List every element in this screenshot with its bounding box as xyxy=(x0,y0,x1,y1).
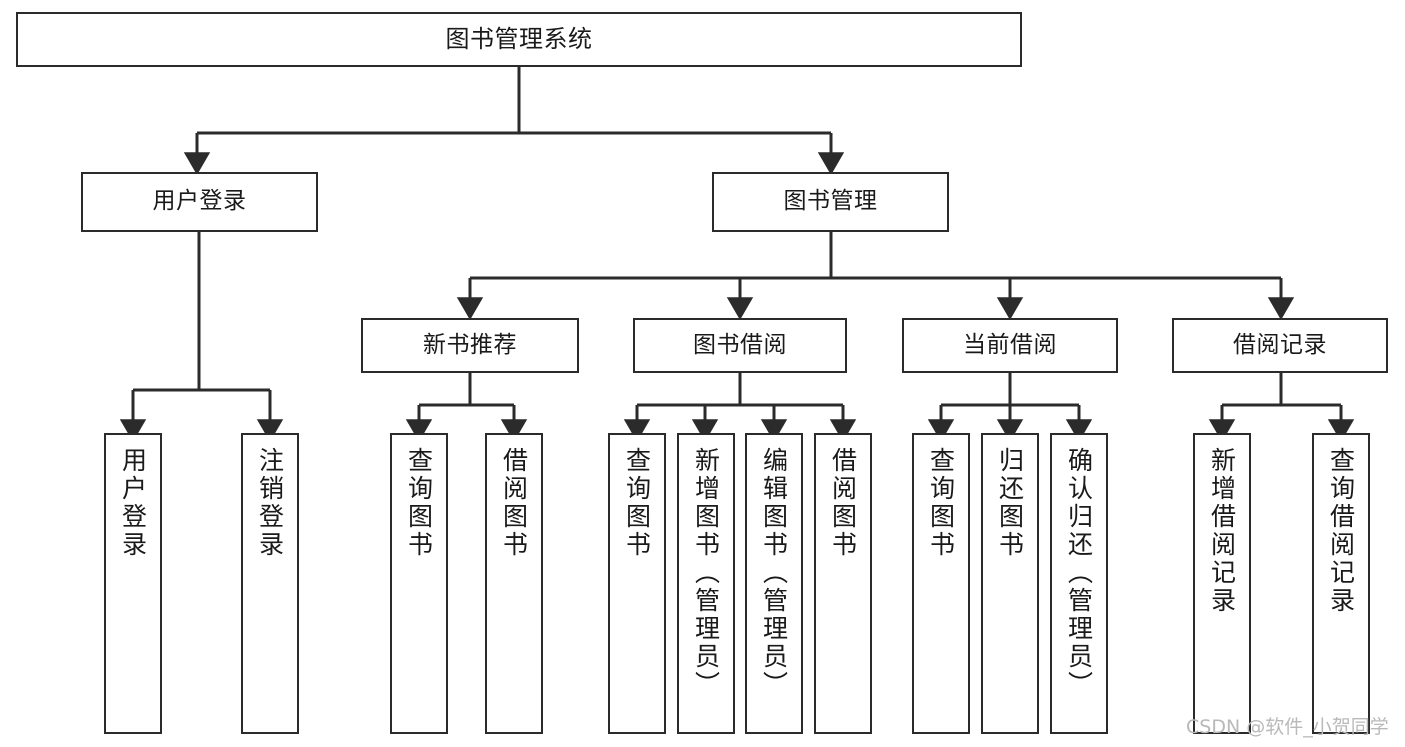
node-label: 当前借阅 xyxy=(963,331,1057,358)
node-label: 查询借阅记录 xyxy=(1326,447,1356,615)
leaf-user-login[interactable]: 用户登录 xyxy=(104,433,162,734)
leaf-query-borrow-record[interactable]: 查询借阅记录 xyxy=(1312,433,1370,734)
node-label: 归还图书 xyxy=(995,447,1025,559)
node-label: 查询图书 xyxy=(926,447,956,559)
leaf-add-book-admin[interactable]: 新增图书（管理员） xyxy=(677,433,735,734)
node-label: 图书管理系统 xyxy=(445,25,593,54)
leaf-query-book-recommend[interactable]: 查询图书 xyxy=(390,433,448,734)
leaf-user-logout[interactable]: 注销登录 xyxy=(241,433,299,734)
node-label: 查询图书 xyxy=(622,447,652,559)
node-book-borrow[interactable]: 图书借阅 xyxy=(633,318,847,373)
leaf-query-book-current[interactable]: 查询图书 xyxy=(912,433,970,734)
node-root-system[interactable]: 图书管理系统 xyxy=(16,12,1022,67)
node-label: 图书管理 xyxy=(783,188,878,215)
node-label: 确认归还（管理员） xyxy=(1064,447,1094,699)
node-book-manage[interactable]: 图书管理 xyxy=(712,172,949,232)
node-label: 用户登录 xyxy=(152,188,247,215)
leaf-edit-book-admin[interactable]: 编辑图书（管理员） xyxy=(745,433,803,734)
node-label: 借阅图书 xyxy=(499,447,529,559)
node-label: 新增图书（管理员） xyxy=(691,447,721,699)
node-current-borrow[interactable]: 当前借阅 xyxy=(902,318,1118,373)
node-label: 注销登录 xyxy=(255,447,285,559)
node-new-book-recommend[interactable]: 新书推荐 xyxy=(361,318,579,373)
node-label: 借阅记录 xyxy=(1233,331,1327,358)
node-label: 新书推荐 xyxy=(423,331,517,358)
node-label: 查询图书 xyxy=(404,447,434,559)
node-user-login[interactable]: 用户登录 xyxy=(81,172,318,232)
watermark-text: CSDN @软件_小贺同学 xyxy=(1186,716,1389,738)
node-label: 编辑图书（管理员） xyxy=(759,447,789,699)
leaf-borrow-book[interactable]: 借阅图书 xyxy=(814,433,872,734)
node-label: 图书借阅 xyxy=(693,331,787,358)
node-label: 新增借阅记录 xyxy=(1207,447,1237,615)
leaf-confirm-return-admin[interactable]: 确认归还（管理员） xyxy=(1050,433,1108,734)
leaf-return-book[interactable]: 归还图书 xyxy=(981,433,1039,734)
leaf-query-book-borrow[interactable]: 查询图书 xyxy=(608,433,666,734)
leaf-borrow-book-recommend[interactable]: 借阅图书 xyxy=(485,433,543,734)
leaf-add-borrow-record[interactable]: 新增借阅记录 xyxy=(1193,433,1251,734)
node-borrow-record[interactable]: 借阅记录 xyxy=(1172,318,1388,373)
node-label: 借阅图书 xyxy=(828,447,858,559)
node-label: 用户登录 xyxy=(118,447,148,559)
